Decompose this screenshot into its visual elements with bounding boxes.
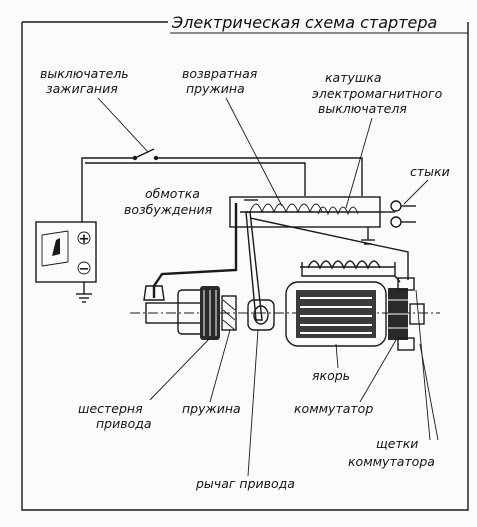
drive-gear-shape: [177, 286, 220, 340]
leader-armature: [335, 343, 339, 369]
leader-drive-gear: [149, 337, 211, 401]
solenoid-assembly: [229, 196, 395, 228]
battery-minus-terminal: −: [79, 262, 90, 277]
leader-spring: [209, 329, 231, 403]
svg-text:катушка: катушка: [325, 70, 382, 85]
brushes-shape: [397, 277, 425, 351]
solenoid-coil-winding: [317, 206, 359, 216]
leader-commutator: [359, 339, 397, 403]
svg-text:зажигания: зажигания: [46, 81, 118, 96]
field-winding-wire: [249, 217, 409, 280]
leader-return-spring: [225, 97, 283, 207]
label-drive-gear: шестерня привода: [78, 401, 152, 431]
leader-contacts: [403, 179, 429, 205]
svg-text:электромагнитного: электромагнитного: [312, 86, 443, 101]
clutch-spring-shape: [221, 295, 237, 331]
contacts-symbol: [390, 200, 416, 228]
label-field-winding: обмотка возбуждения: [124, 186, 213, 217]
label-solenoid-coil: катушка электромагнитного выключателя: [312, 70, 443, 116]
label-brushes: щетки коммутатора: [348, 436, 435, 469]
label-return-spring: возвратная пружина: [182, 66, 258, 96]
svg-text:возвратная: возвратная: [182, 66, 258, 81]
battery-box: [35, 221, 97, 283]
svg-text:коммутатора: коммутатора: [348, 454, 435, 469]
label-drive-lever: рычаг привода: [195, 476, 295, 491]
power-cable: [152, 203, 238, 298]
svg-text:возбуждения: возбуждения: [124, 202, 213, 217]
leader-brushes-top: [415, 289, 431, 441]
label-spring: пружина: [182, 401, 241, 416]
label-contacts: стыки: [410, 164, 450, 179]
label-commutator: коммутатор: [294, 401, 373, 416]
return-spring-coil: [249, 203, 323, 214]
field-winding-coil: [300, 260, 401, 283]
diagram-frame: [21, 21, 469, 511]
drive-lever-shape: [244, 199, 263, 321]
commutator-shape: [388, 288, 408, 340]
svg-text:щетки: щетки: [376, 436, 418, 451]
solenoid-ground-symbol: [361, 227, 375, 245]
label-armature: якорь: [312, 368, 350, 383]
diagram-title: Электрическая схема стартера: [171, 13, 437, 32]
svg-text:привода: привода: [96, 416, 152, 431]
label-ignition-switch: выключатель зажигания: [40, 66, 129, 96]
svg-text:выключателя: выключателя: [318, 101, 407, 116]
leader-ignition-switch: [97, 97, 149, 153]
ignition-switch-symbol: [132, 148, 159, 161]
svg-text:пружина: пружина: [186, 81, 245, 96]
ignition-circuit-wiring: [81, 157, 363, 222]
battery-plus-terminal: +: [79, 232, 90, 247]
leader-solenoid-coil: [345, 117, 373, 209]
leader-brushes-bottom: [419, 343, 439, 441]
leader-drive-lever: [247, 329, 259, 477]
armature-body: [285, 281, 387, 347]
cable-terminal: [143, 285, 165, 301]
svg-text:шестерня: шестерня: [78, 401, 143, 416]
lever-collar: [247, 299, 275, 331]
battery-ground-symbol: [76, 282, 92, 303]
svg-text:выключатель: выключатель: [40, 66, 129, 81]
svg-text:обмотка: обмотка: [145, 186, 200, 201]
